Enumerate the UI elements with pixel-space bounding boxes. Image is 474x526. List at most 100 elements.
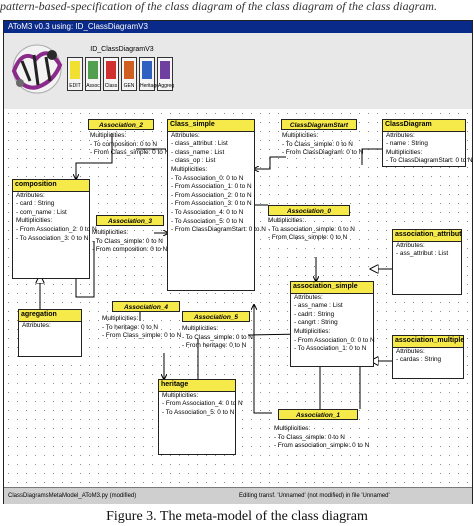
palette-title: ID_ClassDiagramV3 — [90, 46, 154, 53]
association-multiple-row: - cardas : String — [396, 356, 442, 364]
toolbar: ID_ClassDiagramV3 EDIT Assoc Class GEN H… — [4, 33, 472, 109]
assoc-5-header[interactable]: Association_5 — [182, 311, 250, 322]
classdiagram-row: - To ClassDiagramStart: 0 to N — [386, 157, 473, 165]
association-simple-row: Multiplicities: — [294, 327, 331, 335]
assoc-0-header[interactable]: Association_0 — [268, 205, 350, 216]
classdiagram-row: - name : String — [386, 140, 428, 148]
tool-association-label: Assoc — [86, 83, 100, 89]
class-simple-row: - From Association_2: 0 to N — [171, 191, 252, 199]
classdiagram-row: Multiplicities: — [386, 148, 423, 156]
association-simple-row: - To Association_1: 0 to N — [294, 345, 367, 353]
assoc-1-body: Multiplicities: - To Class_simple: 0 to … — [274, 425, 369, 451]
assoc-1-row: - From association_simple: 0 to N — [274, 442, 370, 450]
class-simple-row: - From Association_3: 0 to N — [171, 200, 252, 208]
class-simple-row: Multiplicities: — [171, 165, 208, 173]
assoc-classdiagramstart-header[interactable]: ClassDiagramStart — [281, 119, 357, 130]
assoc-4-header[interactable]: Association_4 — [112, 301, 180, 312]
assoc-1-header[interactable]: Association_1 — [278, 409, 358, 420]
atom3-logo-icon — [11, 44, 63, 94]
assoc-cds-row: - From ClassDiagram: 0 to N — [282, 149, 364, 157]
tool-heritage-swatch — [142, 61, 152, 79]
assoc-1-row: Multiplicities: — [274, 425, 311, 432]
assoc-5-row: Multiplicities: — [182, 325, 219, 332]
class-box-class-simple[interactable]: Class_simple Attributes: - class_attribu… — [167, 119, 266, 291]
assoc-0-body: Multiplicities: - To association_simple:… — [268, 217, 355, 243]
class-simple-row: - From ClassDiagramStart: 0 to N — [171, 226, 266, 234]
link-composition-a3 — [75, 241, 95, 298]
composition-row: - com_name : List — [16, 208, 67, 216]
class-box-classdiagram[interactable]: ClassDiagram Attributes: - name : String… — [382, 119, 473, 167]
assoc-0-row: - From Class_simple: 0 to N — [268, 234, 348, 242]
class-simple-row: - To Association_5: 0 to N — [171, 217, 244, 225]
association-simple-row: Attributes: — [294, 293, 323, 301]
tool-gen-swatch — [124, 61, 134, 79]
association-attribut-row: Attributes: — [396, 241, 425, 249]
composition-row: Multiplicities: — [16, 217, 53, 225]
assoc-4-row: Multiplicities: — [102, 315, 139, 322]
link-cds-class — [254, 156, 286, 169]
assoc-1-row: - To Class_simple: 0 to N — [274, 433, 345, 441]
tool-edit-button[interactable]: EDIT — [67, 57, 83, 91]
assoc-5-row: - To Class_simple: 0 to N — [182, 333, 253, 341]
window-titlebar: AToM3 v0.3 using: ID_ClassDiagramV3 — [4, 21, 472, 33]
tool-heritage-button[interactable]: Heritage — [139, 57, 159, 91]
assoc-4-body: Multiplicities: - To heritage: 0 to N - … — [102, 315, 181, 341]
assoc-3-row: - From composition: 0 to N — [92, 246, 168, 254]
class-simple-row: - class_attribut : List — [171, 140, 228, 148]
page-top-fragment: pattern-based-specification of the class… — [0, 0, 437, 13]
class-box-heritage[interactable]: heritage Multiplicities: - From Associat… — [158, 379, 243, 455]
association-simple-row: - cadrt : String — [294, 310, 335, 318]
tool-heritage-label: Heritage — [140, 83, 159, 89]
tool-gen-button[interactable]: GEN — [121, 57, 137, 91]
class-box-composition[interactable]: composition Attributes: - card : String … — [12, 179, 97, 279]
class-simple-row: - class_name : List — [171, 148, 225, 156]
class-simple-row: Attributes: — [171, 131, 200, 139]
assoc-cds-row: Multiplicities: — [282, 132, 319, 139]
association-simple-row: - cangrt : String — [294, 319, 338, 327]
class-simple-row: - class_op : List — [171, 157, 216, 165]
assoc-classdiagramstart-body: Multiplicities: - To Class_simple: 0 to … — [282, 132, 363, 158]
assoc-2-row: - From Class_simple: 0 to N — [90, 149, 170, 157]
assoc-3-row: Multiplicities: — [92, 229, 129, 236]
tool-association-button[interactable]: Assoc — [85, 57, 101, 91]
assoc-5-body: Multiplicities: - To Class_simple: 0 to … — [182, 325, 253, 351]
class-box-association-multiple[interactable]: association_multiple Attributes: - carda… — [392, 335, 464, 379]
association-attribut-row: - ass_attribut : List — [396, 250, 449, 258]
atom3-window: AToM3 v0.3 using: ID_ClassDiagramV3 ID_C… — [3, 20, 473, 504]
assoc-4-row: - To heritage: 0 to N — [102, 323, 159, 331]
tool-association-swatch — [88, 61, 98, 79]
composition-row: Attributes: — [16, 191, 45, 199]
assoc-5-row: - From heritage: 0 to N — [182, 342, 247, 350]
association-multiple-row: Attributes: — [396, 347, 425, 355]
classdiagram-row: Attributes: — [386, 131, 415, 139]
tool-aggregation-label: Aggreg — [158, 83, 175, 89]
association-simple-title: association_simple — [291, 282, 373, 294]
status-bar: ClassDiagramsMetaModel_AToM3.py (modifie… — [4, 487, 472, 504]
tool-aggregation-button[interactable]: Aggreg — [157, 57, 175, 91]
association-simple-row: - From Association_0: 0 to N — [294, 336, 375, 344]
assoc-3-header[interactable]: Association_3 — [96, 215, 164, 226]
link-a1-class — [254, 305, 272, 414]
class-box-agregation[interactable]: agregation Attributes: — [18, 309, 82, 357]
assoc-4-row: - From Class_simple: 0 to N — [102, 332, 182, 340]
tool-edit-swatch — [70, 61, 80, 79]
tool-gen-label: GEN — [123, 83, 135, 89]
diagram-canvas[interactable]: Association_2 Multiplicities: - To compo… — [4, 109, 473, 487]
tool-edit-label: EDIT — [69, 83, 81, 89]
assoc-0-row: Multiplicities: — [268, 217, 305, 224]
class-box-association-simple[interactable]: association_simple Attributes: - ass_nam… — [290, 281, 375, 367]
status-editing: Editing transf. 'Unnamed' (not modified)… — [239, 493, 390, 499]
class-box-association-attribut[interactable]: association_attribut Attributes: - ass_a… — [392, 229, 462, 295]
tool-aggregation-swatch — [160, 61, 170, 79]
agregation-row: Attributes: — [22, 321, 51, 329]
assoc-2-row: Multiplicities: — [90, 132, 127, 139]
agregation-title: agregation — [19, 310, 81, 322]
assoc-2-header[interactable]: Association_2 — [88, 119, 154, 130]
assoc-2-body: Multiplicities: - To composition: 0 to N… — [90, 132, 169, 158]
composition-row: - From Association_2: 0 to N — [16, 225, 97, 233]
heritage-title: heritage — [159, 380, 235, 392]
tool-class-button[interactable]: Class — [103, 57, 119, 91]
assoc-3-row: - To Class_simple: 0 to N — [92, 237, 163, 245]
composition-title: composition — [13, 180, 89, 192]
association-links — [4, 133, 392, 414]
